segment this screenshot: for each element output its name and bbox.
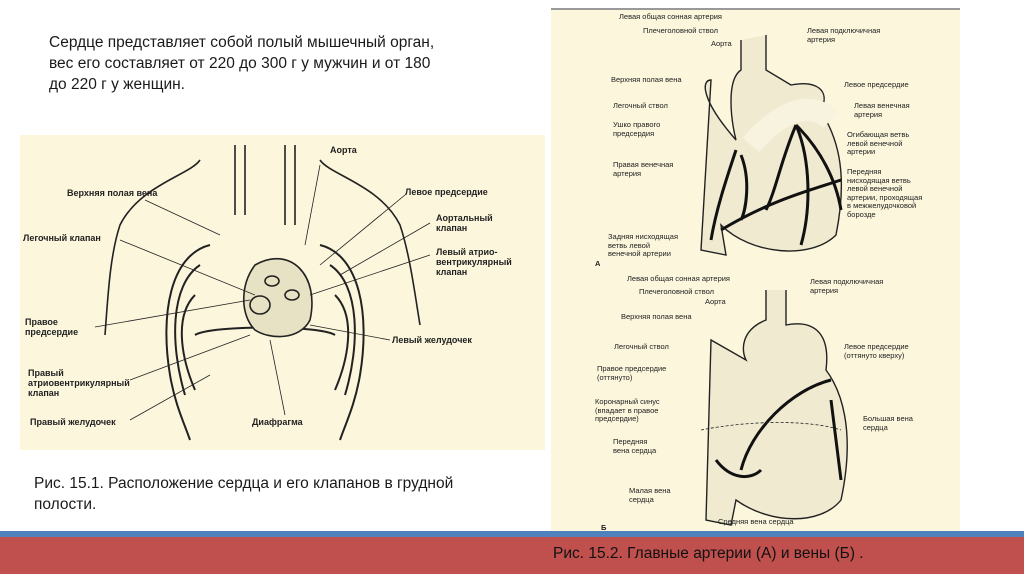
footer-band — [0, 537, 1024, 574]
label-right-atrium: Правое предсердие — [25, 317, 79, 337]
label-right-ventricle: Правый желудочек — [30, 417, 116, 427]
chest-heart-diagram: Аорта Верхняя полая вена Левое предсерди… — [20, 135, 545, 450]
b-label-anterior-cardiac-vein: Передняя вена сердца — [613, 437, 657, 455]
label-left-av-valve: Левый атрио-вентрикулярный клапан — [436, 247, 512, 277]
a-label-right-coronary: Правая венечная артерия — [613, 160, 674, 178]
b-label-left-subclavian: Левая подключичная артерия — [810, 277, 884, 295]
label-diaphragm: Диафрагма — [252, 417, 303, 427]
figure1-caption: Рис. 15.1. Расположение сердца и его кла… — [34, 475, 454, 513]
label-aortic-valve: Аортальный клапан — [436, 213, 493, 233]
a-label-left-coronary: Левая венечная артерия — [854, 101, 910, 119]
heart-arteries-drawing — [700, 35, 843, 256]
label-superior-vena-cava: Верхняя полая вена — [67, 188, 158, 198]
figure2-caption: Рис. 15.2. Главные артерии (А) и вены (Б… — [553, 545, 864, 562]
b-label-great-cardiac-vein: Большая вена сердца — [863, 414, 913, 432]
chest-illustration — [94, 145, 431, 441]
heart-vessels-diagram: Левая общая сонная артерия Плечеголовной… — [551, 8, 960, 533]
label-aorta: Аорта — [330, 145, 357, 155]
b-label-left-atrium: Левое предсердие (оттянуто кверху) — [844, 342, 909, 360]
b-label-coronary-sinus: Коронарный синус (впадает в правое предс… — [595, 397, 660, 423]
a-label-aorta: Аорта — [711, 39, 732, 48]
b-label-right-atrium: Правое предсердие (оттянуто) — [597, 364, 667, 382]
a-label-left-common-carotid: Левая общая сонная артерия — [619, 12, 722, 21]
a-label-circumflex: Огибающая ветвь левой венечной артерии — [847, 130, 910, 156]
heart-illustration — [700, 35, 848, 526]
b-label-pulmonary-trunk: Легочный ствол — [614, 342, 669, 351]
a-label-right-auricle: Ушко правого предсердия — [613, 120, 661, 138]
a-label-superior-vena-cava: Верхняя полая вена — [611, 75, 682, 84]
b-label-superior-vena-cava: Верхняя полая вена — [621, 312, 692, 321]
a-label-pulmonary-trunk: Легочный ствол — [613, 101, 668, 110]
panel-a-letter: А — [595, 259, 601, 268]
panel-b-letter: Б — [601, 523, 607, 532]
footer-accent-line — [0, 531, 1024, 537]
b-label-left-common-carotid: Левая общая сонная артерия — [627, 274, 730, 283]
intro-text: Сердце представляет собой полый мышечный… — [49, 34, 435, 93]
b-label-brachiocephalic-trunk: Плечеголовной ствол — [639, 287, 715, 296]
label-left-ventricle: Левый желудочек — [392, 335, 472, 345]
label-pulmonary-valve: Легочный клапан — [23, 233, 101, 243]
a-label-posterior-descending: Задняя нисходящая ветвь левой венечной а… — [608, 232, 679, 258]
b-label-aorta: Аорта — [705, 297, 726, 306]
b-label-middle-cardiac-vein: Средняя вена сердца — [718, 517, 794, 526]
a-label-left-subclavian: Левая подключичная артерия — [807, 26, 881, 44]
a-label-brachiocephalic-trunk: Плечеголовной ствол — [643, 26, 719, 35]
a-label-left-atrium: Левое предсердие — [844, 80, 909, 89]
heart-veins-drawing — [700, 290, 848, 526]
a-label-anterior-descending: Передняя нисходящая ветвь левой венечной… — [847, 167, 923, 219]
b-label-small-cardiac-vein: Малая вена сердца — [629, 486, 671, 504]
label-right-av-valve: Правый атриовентрикулярный клапан — [28, 368, 130, 398]
label-left-atrium: Левое предсердие — [405, 187, 488, 197]
